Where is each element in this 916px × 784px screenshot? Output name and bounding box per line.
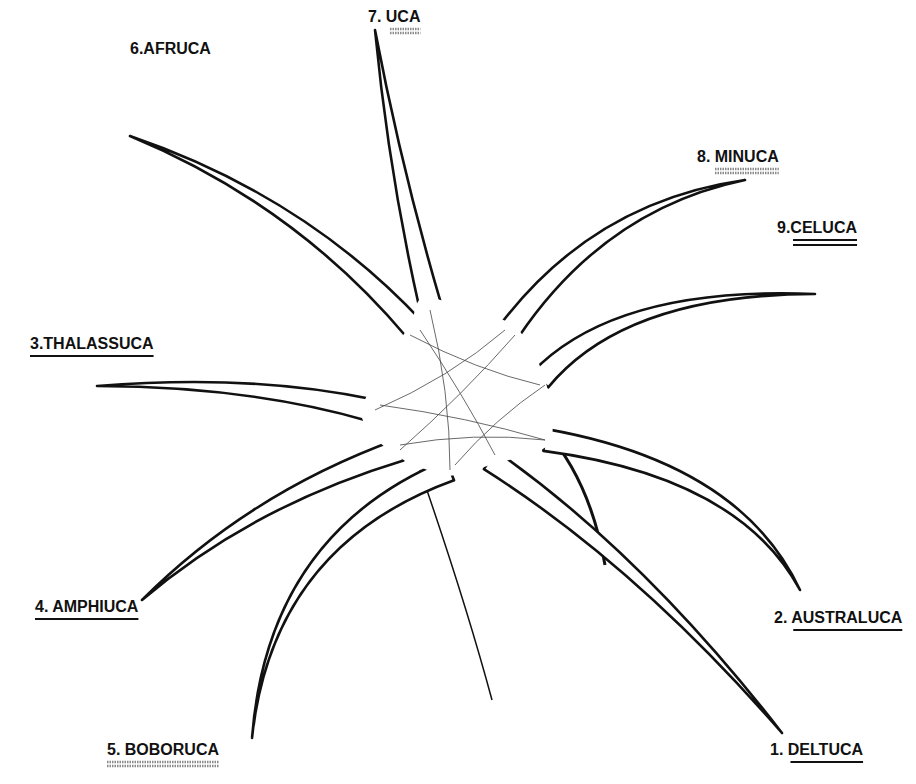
star-arm	[484, 451, 782, 733]
web-line	[375, 330, 505, 410]
underline	[30, 355, 154, 357]
genus-label: 5. BOBORUCA	[107, 741, 219, 759]
genus-label: 2. AUSTRALUCA	[774, 609, 902, 627]
web-line	[420, 330, 495, 455]
underline	[107, 765, 219, 768]
genus-label: 3.THALASSUCA	[30, 335, 154, 353]
underline	[793, 239, 857, 241]
label-underline	[30, 356, 154, 357]
web-line	[380, 405, 545, 440]
label-underline	[793, 630, 902, 631]
genus-label: 7. UCA	[368, 8, 420, 26]
web-line	[410, 335, 540, 385]
underline	[793, 244, 857, 246]
star-arm	[501, 180, 745, 336]
underline	[107, 761, 219, 764]
web-line	[430, 310, 450, 470]
genus-label: 9.CELUCA	[777, 219, 857, 237]
label-underline	[793, 240, 857, 245]
genus-label: 1. DELTUCA	[770, 741, 863, 759]
star-center	[361, 297, 553, 475]
underline	[390, 28, 420, 31]
underline	[715, 172, 779, 175]
star-arm	[532, 293, 815, 387]
star-arm	[252, 460, 454, 738]
star-arm	[543, 429, 800, 590]
underline	[390, 32, 420, 35]
label-underline	[35, 619, 138, 620]
star-arm	[130, 136, 423, 337]
stray-line	[420, 470, 492, 700]
label-underline	[790, 762, 863, 763]
underline	[715, 168, 779, 171]
web-line	[400, 335, 515, 450]
star-arm	[375, 30, 441, 308]
web-line	[455, 385, 545, 465]
label-underline	[715, 169, 779, 173]
label-underline	[390, 29, 420, 33]
star-arm	[97, 382, 373, 421]
genus-label: 8. MINUCA	[697, 148, 779, 166]
underline	[793, 629, 902, 631]
web-line	[400, 437, 545, 445]
genus-label: 6.AFRUCA	[130, 40, 211, 58]
underline	[35, 618, 138, 620]
genus-label: 4. AMPHIUCA	[35, 598, 138, 616]
underline	[790, 761, 863, 763]
label-underline	[107, 762, 219, 766]
